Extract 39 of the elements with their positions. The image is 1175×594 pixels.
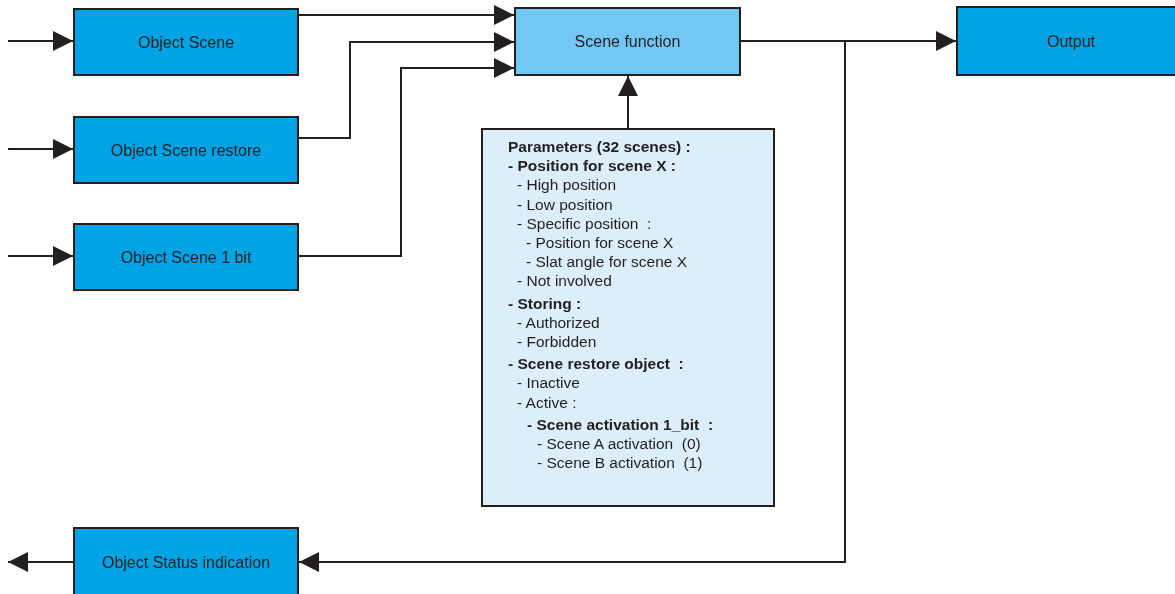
arrow (298, 58, 515, 257)
object-box (73, 223, 299, 291)
parameters-heading: Parameters (32 scenes) : (508, 137, 691, 157)
arrow (298, 5, 515, 25)
arrow (7, 246, 74, 266)
box-label: Object Scene (137, 32, 235, 53)
arrow (7, 31, 74, 51)
parameter-group: - Position for scene X : (508, 156, 676, 176)
parameter-option: - Slat angle for scene X (526, 252, 688, 272)
object-box (73, 527, 299, 594)
parameter-option: - Specific position : (517, 213, 652, 233)
box-label: Output (1047, 31, 1095, 52)
parameter-option: - Scene B activation (1) (537, 453, 703, 473)
parameter-option: - Active : (517, 392, 577, 412)
box-label: Scene function (574, 32, 681, 52)
object-box (956, 6, 1175, 76)
parameter-group: - Storing : (508, 293, 582, 313)
arrow (7, 139, 74, 159)
arrow (298, 40, 846, 572)
parameters-box (481, 128, 775, 507)
box-label: Object Scene restore (110, 140, 262, 161)
parameter-option: - Scene A activation (0) (537, 434, 701, 454)
parameter-option: - Low position (517, 194, 613, 214)
box-label: Object Status indication (101, 552, 271, 573)
arrow (298, 32, 515, 139)
parameter-option: - Inactive (517, 373, 580, 393)
object-box (73, 8, 299, 76)
parameter-option: - High position (517, 175, 617, 195)
arrow (618, 75, 638, 129)
object-box (73, 116, 299, 184)
arrow (7, 552, 74, 572)
box-label: Object Scene 1 bit (120, 247, 252, 268)
function-box (514, 7, 741, 76)
parameter-option: - Not involved (517, 271, 612, 291)
parameter-group: - Scene activation 1_bit : (527, 414, 714, 435)
parameter-group: - Scene restore object : (508, 354, 684, 374)
parameter-option: - Forbidden (517, 332, 597, 352)
parameter-option: - Position for scene X (526, 233, 674, 253)
parameter-option: - Authorized (517, 312, 600, 333)
